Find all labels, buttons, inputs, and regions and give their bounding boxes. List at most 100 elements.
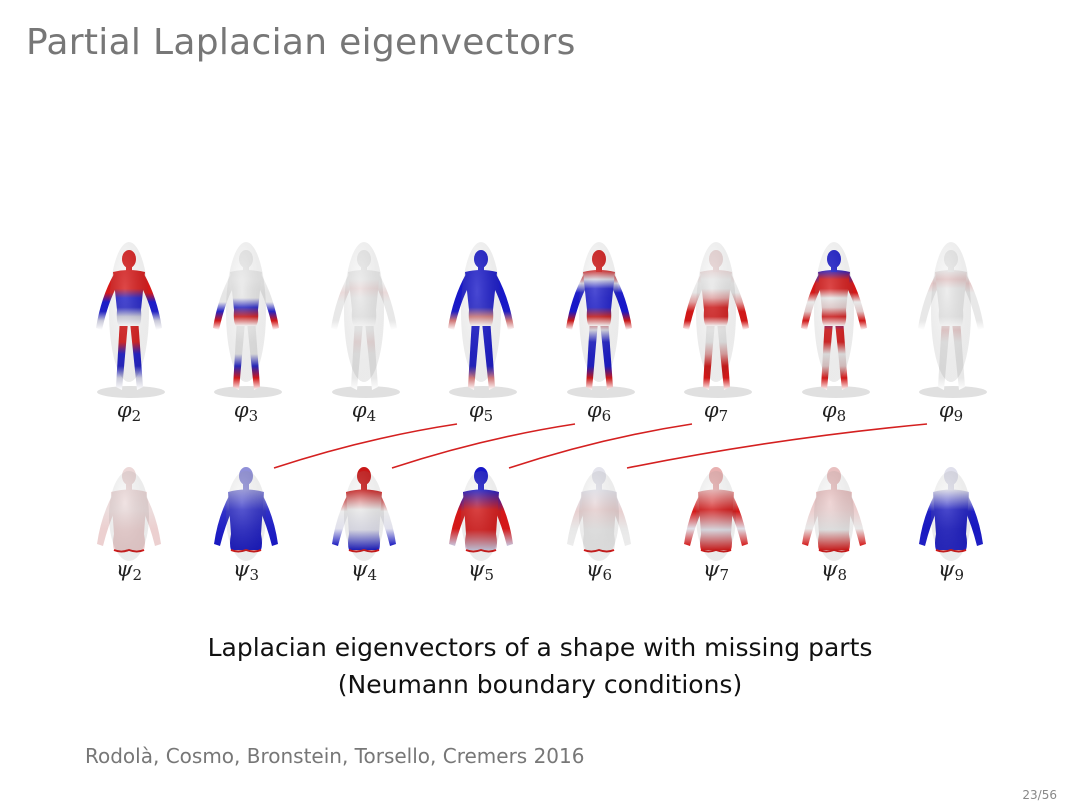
phi-label-7: φ7 (704, 398, 728, 425)
shading (226, 471, 266, 561)
bottom-shape-7 (684, 467, 748, 561)
top-shape-7 (683, 242, 752, 398)
psi-label-2: ψ2 (116, 557, 142, 584)
psi-label-9: ψ9 (938, 557, 964, 584)
top-shape-8 (801, 242, 870, 398)
phi-label-6: φ6 (587, 398, 611, 425)
label-index: 3 (249, 566, 260, 584)
correspondence-line (273, 423, 458, 469)
bottom-shape-5 (449, 467, 513, 561)
shading (461, 242, 501, 382)
label-symbol: ψ (702, 557, 720, 581)
label-symbol: φ (703, 398, 719, 422)
correspondence-line (626, 423, 928, 469)
shading (814, 242, 854, 382)
label-index: 7 (719, 566, 730, 584)
label-index: 5 (483, 407, 494, 425)
shading (814, 471, 854, 561)
bottom-shape-2 (97, 467, 161, 561)
label-index: 4 (367, 566, 378, 584)
top-shape-6 (566, 242, 635, 398)
bottom-shape-9 (919, 467, 983, 561)
label-index: 7 (718, 407, 729, 425)
label-index: 2 (132, 566, 143, 584)
label-symbol: φ (938, 398, 954, 422)
label-index: 3 (248, 407, 259, 425)
label-index: 6 (601, 407, 612, 425)
shading (344, 471, 384, 561)
top-row-shapes (96, 242, 987, 398)
top-shape-2 (96, 242, 165, 398)
shadow (567, 386, 635, 398)
shading (931, 471, 971, 561)
shadow (919, 386, 987, 398)
shading (109, 242, 149, 382)
top-shape-9 (918, 242, 987, 398)
label-symbol: φ (821, 398, 837, 422)
caption-line-2: (Neumann boundary conditions) (337, 670, 743, 699)
bottom-row-shapes (97, 467, 983, 561)
label-symbol: φ (468, 398, 484, 422)
label-symbol: ψ (115, 557, 133, 581)
psi-label-4: ψ4 (351, 557, 377, 584)
shading (461, 471, 501, 561)
label-symbol: φ (586, 398, 602, 422)
label-symbol: φ (351, 398, 367, 422)
shadow (802, 386, 870, 398)
label-symbol: ψ (350, 557, 368, 581)
top-shape-4 (331, 242, 400, 398)
phi-label-9: φ9 (939, 398, 963, 425)
correspondence-line (508, 423, 693, 469)
shading (696, 242, 736, 382)
bottom-shape-6 (567, 467, 631, 561)
shadow (449, 386, 517, 398)
label-index: 6 (602, 566, 613, 584)
psi-label-3: ψ3 (233, 557, 259, 584)
phi-label-4: φ4 (352, 398, 376, 425)
psi-label-5: ψ5 (468, 557, 494, 584)
label-index: 4 (366, 407, 377, 425)
shadow (214, 386, 282, 398)
correspondence-lines (273, 423, 928, 469)
top-shape-3 (213, 242, 282, 398)
shading (931, 242, 971, 382)
shading (226, 242, 266, 382)
caption-line-1: Laplacian eigenvectors of a shape with m… (207, 633, 873, 662)
shadow (332, 386, 400, 398)
shadow (97, 386, 165, 398)
shading (696, 471, 736, 561)
label-symbol: ψ (467, 557, 485, 581)
label-index: 8 (836, 407, 847, 425)
label-symbol: φ (233, 398, 249, 422)
caption: Laplacian eigenvectors of a shape with m… (0, 629, 1080, 703)
top-shape-5 (448, 242, 517, 398)
bottom-shape-8 (802, 467, 866, 561)
correspondence-line (391, 423, 576, 469)
shadow (684, 386, 752, 398)
citation: Rodolà, Cosmo, Bronstein, Torsello, Crem… (85, 744, 585, 768)
label-index: 9 (954, 566, 965, 584)
shading (344, 242, 384, 382)
phi-label-8: φ8 (822, 398, 846, 425)
label-symbol: ψ (937, 557, 955, 581)
shading (579, 471, 619, 561)
shading (109, 471, 149, 561)
phi-label-5: φ5 (469, 398, 493, 425)
psi-label-8: ψ8 (821, 557, 847, 584)
phi-label-3: φ3 (234, 398, 258, 425)
label-index: 5 (484, 566, 495, 584)
label-symbol: ψ (820, 557, 838, 581)
bottom-shape-3 (214, 467, 278, 561)
slide-title: Partial Laplacian eigenvectors (26, 22, 576, 63)
label-index: 9 (953, 407, 964, 425)
shading (579, 242, 619, 382)
psi-label-7: ψ7 (703, 557, 729, 584)
bottom-shape-4 (332, 467, 396, 561)
page-number: 23/56 (1022, 788, 1057, 802)
phi-label-2: φ2 (117, 398, 141, 425)
psi-label-6: ψ6 (586, 557, 612, 584)
label-symbol: ψ (232, 557, 250, 581)
label-symbol: ψ (585, 557, 603, 581)
label-symbol: φ (116, 398, 132, 422)
